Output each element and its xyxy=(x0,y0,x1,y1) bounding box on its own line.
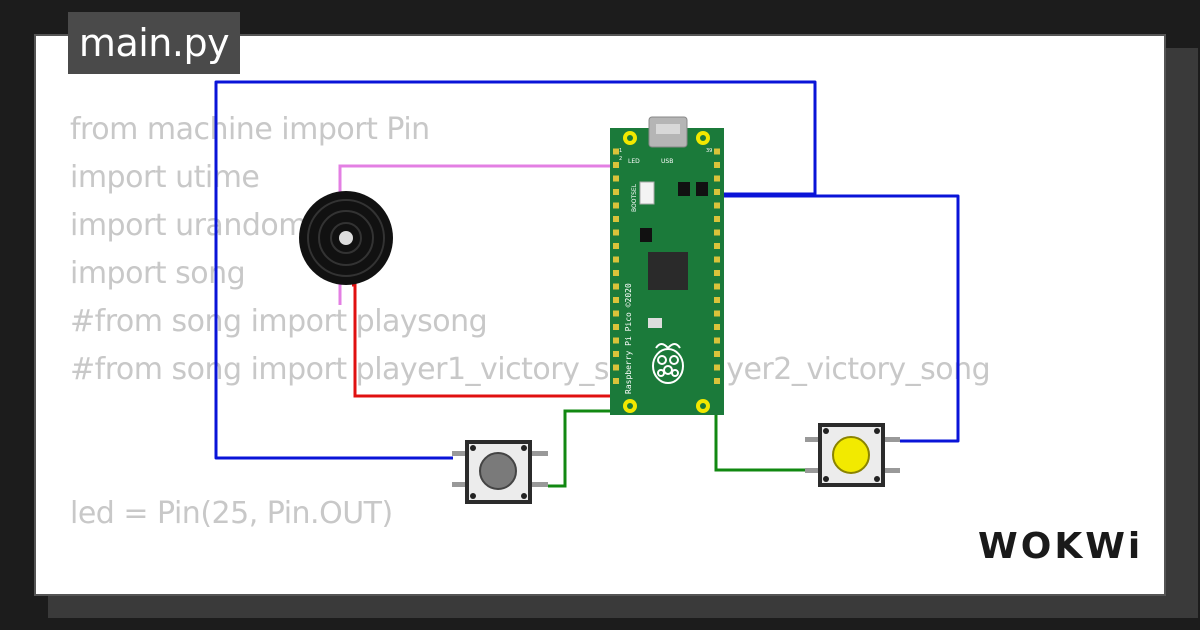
gpio-pin xyxy=(714,162,720,168)
chip-small-2 xyxy=(696,182,708,196)
usb-label: USB xyxy=(661,158,673,165)
raspberry-logo-icon xyxy=(652,343,684,384)
buzzer[interactable] xyxy=(299,191,393,285)
code-line-5: #from song import playsong xyxy=(70,304,488,339)
wire-red xyxy=(352,283,612,398)
gpio-pin xyxy=(714,337,720,344)
gpio-pin xyxy=(613,175,619,182)
buzzer-center xyxy=(339,231,353,245)
wire-green-right xyxy=(714,413,808,472)
gpio-pin xyxy=(613,189,619,195)
wire-blue-left xyxy=(214,80,817,460)
gpio-pin xyxy=(613,256,619,263)
wire-green-left xyxy=(548,409,612,488)
gpio-pin xyxy=(613,243,619,249)
gpio-pin xyxy=(613,351,619,357)
gpio-pin xyxy=(613,297,619,303)
wokwi-logo: WOKWi xyxy=(978,526,1144,567)
code-line-4: import song xyxy=(70,256,246,291)
pushbutton-right[interactable] xyxy=(805,423,900,487)
gpio-pin xyxy=(613,364,619,371)
gpio-pin xyxy=(714,310,720,317)
rp2040-chip xyxy=(648,252,688,290)
code-line-1: from machine import Pin xyxy=(70,112,430,147)
gpio-pin xyxy=(714,202,720,209)
gpio-pin xyxy=(613,337,619,344)
code-line-11: player_1_button = Pin(15, Pin.IN, Pin.PU… xyxy=(70,586,990,594)
led-component xyxy=(648,318,662,328)
wire-blue-right xyxy=(718,194,960,443)
pin1-label: 1 xyxy=(619,148,622,154)
code-line-3: import urandom xyxy=(70,208,307,243)
gpio-pin xyxy=(613,162,619,168)
gpio-pin xyxy=(714,283,720,290)
pico-board[interactable]: Raspberry Pi Pico ©2020 BOOTSEL LED USB … xyxy=(610,116,724,415)
gpio-pin xyxy=(613,324,619,330)
gpio-pin xyxy=(714,378,720,384)
gpio-pin xyxy=(613,270,619,276)
gpio-pin xyxy=(714,351,720,357)
gpio-pin xyxy=(613,378,619,384)
gpio-pin xyxy=(613,216,619,222)
pushbutton-right-cap[interactable] xyxy=(832,436,870,474)
gpio-pin xyxy=(714,216,720,222)
gpio-pin xyxy=(714,229,720,236)
gpio-pin xyxy=(714,243,720,249)
pin-row-right xyxy=(714,148,720,384)
pushbutton-left[interactable] xyxy=(452,440,548,504)
gpio-pin xyxy=(714,189,720,195)
gpio-pin xyxy=(613,148,619,155)
gpio-pin xyxy=(613,202,619,209)
pin39-label: 39 xyxy=(706,148,712,154)
gpio-pin xyxy=(714,324,720,330)
board-name-label: Raspberry Pi Pico ©2020 xyxy=(624,283,633,394)
gpio-pin xyxy=(714,364,720,371)
gpio-pin xyxy=(613,310,619,317)
gpio-pin xyxy=(714,256,720,263)
bootsel-button[interactable] xyxy=(639,181,655,205)
led-label: LED xyxy=(628,158,640,165)
gpio-pin xyxy=(613,283,619,290)
gpio-pin xyxy=(714,148,720,155)
gpio-pin xyxy=(714,270,720,276)
gpio-pin xyxy=(714,297,720,303)
pushbutton-left-cap[interactable] xyxy=(479,452,517,490)
pin2-label: 2 xyxy=(619,156,622,162)
code-line-9: led = Pin(25, Pin.OUT) xyxy=(70,496,393,531)
pin-row-left xyxy=(613,148,619,384)
chip-small-1 xyxy=(678,182,690,196)
gpio-pin xyxy=(714,175,720,182)
file-tab[interactable]: main.py xyxy=(68,12,240,74)
bootsel-label: BOOTSEL xyxy=(631,183,638,212)
chip-small-3 xyxy=(640,228,652,242)
gpio-pin xyxy=(613,229,619,236)
